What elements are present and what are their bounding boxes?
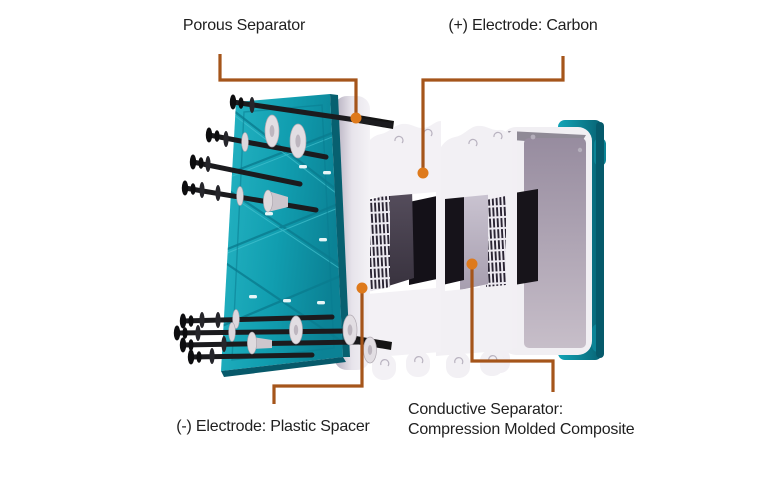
label-conductive-separator: Conductive Separator: Compression Molded…	[408, 401, 635, 438]
conductive-separator-panel	[460, 190, 488, 290]
spacer-plate	[363, 121, 441, 380]
white-bushings-bottom	[228, 309, 377, 364]
leader-positive-electrode	[421, 56, 565, 171]
label-positive-electrode: (+) Electrode: Carbon	[448, 17, 598, 34]
spacer-plate	[436, 125, 512, 378]
leader-dot-conductive-separator	[466, 258, 478, 270]
tie-rods-top	[181, 94, 393, 213]
left-end-plate-teal	[221, 94, 350, 377]
tie-rods-bottom	[173, 309, 377, 365]
leader-porous-separator	[218, 54, 358, 116]
right-end-plate	[502, 127, 592, 355]
label-negative-electrode: (-) Electrode: Plastic Spacer	[176, 418, 370, 435]
leader-dot-positive-electrode	[417, 167, 429, 179]
compression-molded-face	[524, 138, 586, 348]
label-porous-separator: Porous Separator	[182, 17, 306, 34]
leader-lines	[218, 54, 565, 404]
white-bushings-top	[236, 114, 307, 213]
carbon-electrode-panel	[409, 196, 437, 285]
leader-dot-porous-separator	[350, 112, 362, 124]
leader-negative-electrode	[272, 290, 364, 404]
leader-conductive-separator	[470, 266, 555, 392]
leader-dot-negative-electrode	[356, 282, 368, 294]
carbon-electrode-panel	[514, 189, 538, 285]
